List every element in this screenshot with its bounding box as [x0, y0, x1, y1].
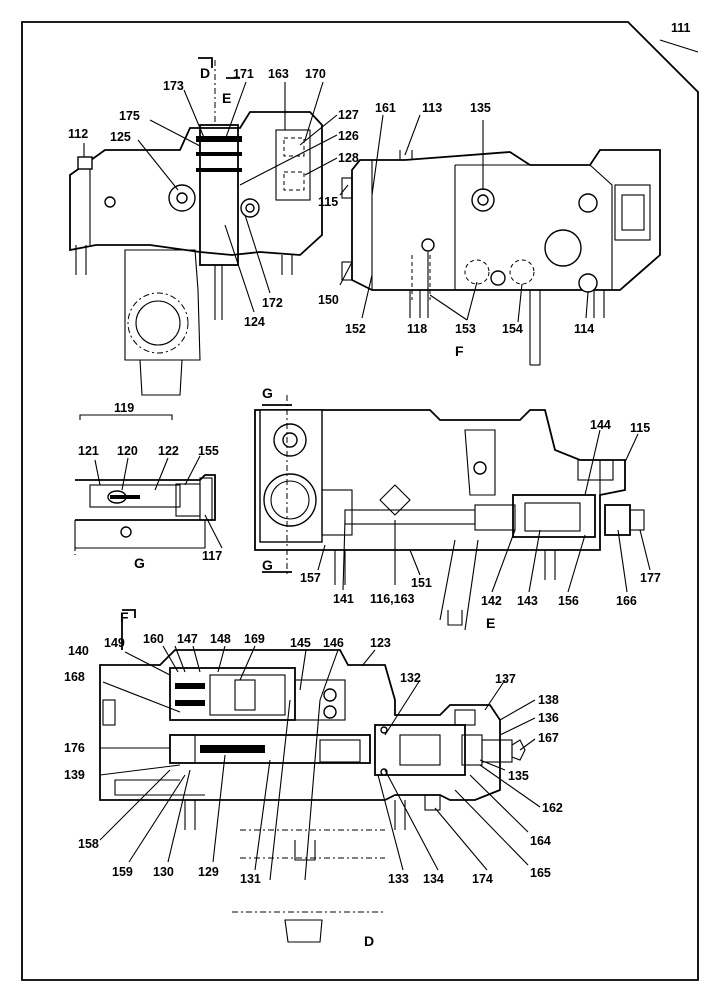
part-label-D: D — [364, 933, 374, 949]
part-label-151: 151 — [411, 576, 432, 590]
top-right-view — [339, 114, 661, 366]
part-label-164: 164 — [530, 834, 551, 848]
part-label-135: 135 — [508, 769, 529, 783]
part-label-154: 154 — [502, 322, 523, 336]
part-label-117: 117 — [202, 549, 222, 563]
part-label-144: 144 — [590, 418, 611, 432]
part-label-143: 143 — [517, 594, 538, 608]
part-label-112: 112 — [68, 127, 88, 141]
part-label-123: 123 — [370, 636, 391, 650]
part-label-150: 150 — [318, 293, 339, 307]
part-label-127: 127 — [338, 108, 359, 122]
part-label-119: 119 — [114, 401, 134, 415]
part-label-116-163: 116,163 — [370, 592, 415, 606]
part-label-G: G — [262, 557, 273, 573]
top-left-view: D E — [69, 57, 338, 396]
section-e-view — [254, 395, 651, 631]
part-label-167: 167 — [538, 731, 559, 745]
part-label-E: E — [486, 615, 495, 631]
part-label-148: 148 — [210, 632, 231, 646]
part-label-160: 160 — [143, 632, 164, 646]
part-label-147: 147 — [177, 632, 198, 646]
part-label-141: 141 — [333, 592, 354, 606]
part-label-172: 172 — [262, 296, 283, 310]
part-label-162: 162 — [542, 801, 563, 815]
part-label-122: 122 — [158, 444, 179, 458]
part-label-G: G — [262, 385, 273, 401]
part-label-129: 129 — [198, 865, 219, 879]
part-label-115: 115 — [630, 421, 650, 435]
part-label-177: 177 — [640, 571, 661, 585]
part-label-170: 170 — [305, 67, 326, 81]
part-label-135: 135 — [470, 101, 491, 115]
part-label-142: 142 — [481, 594, 502, 608]
part-label-156: 156 — [558, 594, 579, 608]
part-label-157: 157 — [300, 571, 321, 585]
part-label-153: 153 — [455, 322, 476, 336]
part-label-140: 140 — [68, 644, 89, 658]
part-label-152: 152 — [345, 322, 366, 336]
part-label-159: 159 — [112, 865, 133, 879]
section-g-view — [74, 414, 223, 555]
part-label-115: 115 — [318, 195, 338, 209]
part-label-120: 120 — [117, 444, 138, 458]
part-label-174: 174 — [472, 872, 493, 886]
part-label-F: F — [455, 343, 464, 359]
part-label-137: 137 — [495, 672, 516, 686]
part-label-175: 175 — [119, 109, 140, 123]
part-label-168: 168 — [64, 670, 85, 684]
part-label-146: 146 — [323, 636, 344, 650]
part-label-113: 113 — [422, 101, 442, 115]
part-label-F: F — [120, 609, 129, 625]
part-label-138: 138 — [538, 693, 559, 707]
part-label-176: 176 — [64, 741, 85, 755]
part-label-125: 125 — [110, 130, 131, 144]
part-label-173: 173 — [163, 79, 184, 93]
part-label-G: G — [134, 555, 145, 571]
part-label-136: 136 — [538, 711, 559, 725]
part-label-169: 169 — [244, 632, 265, 646]
part-label-124: 124 — [244, 315, 265, 329]
part-label-158: 158 — [78, 837, 99, 851]
part-label-126: 126 — [338, 129, 359, 143]
part-label-149: 149 — [104, 636, 125, 650]
part-label-131: 131 — [240, 872, 261, 886]
part-label-161: 161 — [375, 101, 396, 115]
part-label-114: 114 — [574, 322, 594, 336]
part-label-128: 128 — [338, 151, 359, 165]
part-label-121: 121 — [78, 444, 99, 458]
part-label-133: 133 — [388, 872, 409, 886]
part-label-D: D — [200, 65, 210, 81]
part-label-166: 166 — [616, 594, 637, 608]
part-label-134: 134 — [423, 872, 444, 886]
page-number: 111 — [671, 21, 691, 35]
part-label-139: 139 — [64, 768, 85, 782]
part-label-132: 132 — [400, 671, 421, 685]
part-label-165: 165 — [530, 866, 551, 880]
part-label-145: 145 — [290, 636, 311, 650]
drawing-frame — [21, 21, 699, 981]
bottom-view: F — [99, 609, 541, 943]
part-label-163: 163 — [268, 67, 289, 81]
part-label-171: 171 — [233, 67, 254, 81]
part-label-155: 155 — [198, 444, 219, 458]
part-label-E: E — [222, 90, 231, 106]
part-label-130: 130 — [153, 865, 174, 879]
part-label-118: 118 — [407, 322, 427, 336]
